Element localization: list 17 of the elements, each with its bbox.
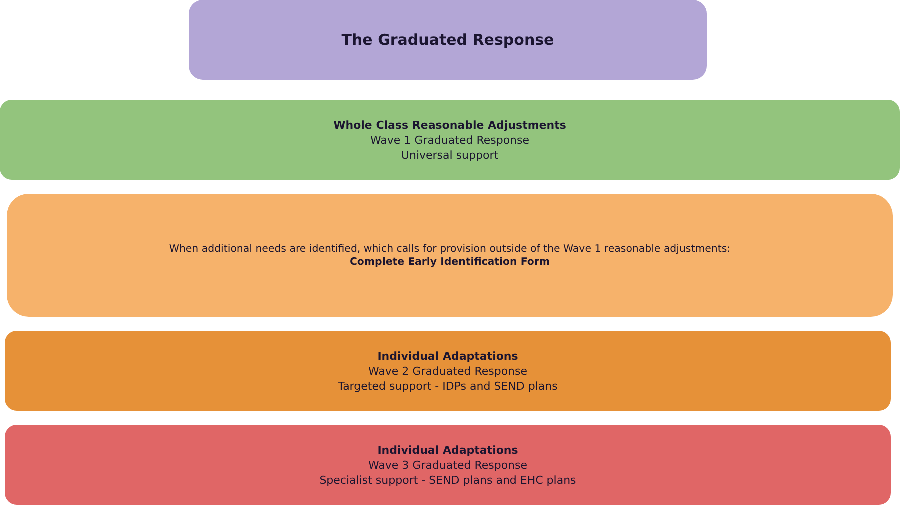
wave-text: Wave 3 Graduated Response	[368, 458, 528, 472]
support-text: Targeted support - IDPs and SEND plans	[338, 378, 558, 394]
support-text: Universal support	[401, 148, 499, 162]
wave-band	[5, 425, 891, 505]
heading-box	[189, 0, 707, 80]
action-text: Complete Early Identification Form	[350, 256, 550, 268]
identification-band	[7, 194, 893, 317]
support-text: Specialist support - SEND plans and EHC plans	[320, 472, 576, 488]
wave-band	[5, 331, 891, 411]
wave-band	[0, 100, 900, 180]
wave-text: Wave 1 Graduated Response	[370, 132, 530, 148]
band-heading: Individual Adaptations	[378, 348, 518, 364]
wave-text: Wave 2 Graduated Response	[368, 364, 528, 378]
condition-text: When additional needs are identified, which calls for provision outside of the Wave 1 reasonable adjustments:	[169, 242, 731, 256]
band-heading: Individual Adaptations	[378, 442, 518, 458]
box-heading: The Graduated Response	[342, 30, 554, 50]
band-heading: Whole Class Reasonable Adjustments	[334, 118, 566, 132]
